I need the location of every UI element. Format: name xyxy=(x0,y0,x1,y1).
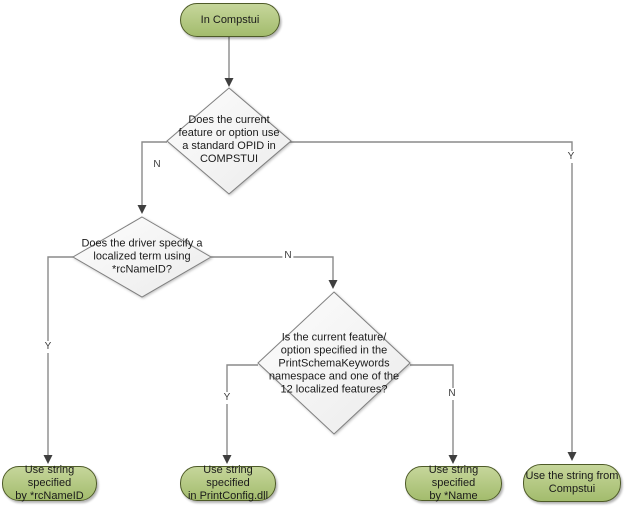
arrowhead-d1-no-to-d2 xyxy=(137,205,147,214)
result-name-node: Use string specified by *Name xyxy=(405,464,502,502)
decision-printschema-text: Is the current feature/ option specified… xyxy=(268,331,400,396)
decision-standard-opid-shape xyxy=(166,87,292,195)
branch-label-d2-no: N xyxy=(282,250,294,262)
branch-label-d3-yes: Y xyxy=(221,392,233,404)
arrowhead-d2-no-to-d3 xyxy=(328,280,338,289)
result-compstui-node: Use the string from Compstui xyxy=(523,464,621,502)
decision-rcnameid-text: Does the driver specify a localized term… xyxy=(81,237,203,276)
connector-d1-no-to-d2 xyxy=(141,141,167,205)
arrowhead-d3-no-to-name xyxy=(448,455,458,464)
arrowhead-start-to-d1 xyxy=(224,78,234,87)
connector-d2-no-to-d3 xyxy=(211,256,334,280)
arrowhead-d1-yes-to-compstui xyxy=(567,452,577,461)
decision-rcnameid-shape xyxy=(72,216,212,298)
arrowhead-d2-yes-to-rcnameid xyxy=(43,455,53,464)
branch-label-d2-yes: Y xyxy=(42,341,54,353)
start-node: In Compstui xyxy=(180,3,280,37)
connector-d3-no-to-name xyxy=(410,364,454,455)
branch-label-d3-no: N xyxy=(446,388,458,400)
arrowhead-d3-yes-to-printconfig xyxy=(222,455,232,464)
connector-d3-yes-to-printconfig xyxy=(226,364,258,455)
connector-d1-yes-to-compstui xyxy=(288,141,573,452)
decision-standard-opid-text: Does the current feature or option use a… xyxy=(178,114,280,165)
branch-label-d1-no: N xyxy=(151,159,163,171)
result-rcnameid-node: Use string specified by *rcNameID xyxy=(2,464,97,502)
branch-label-d1-yes: Y xyxy=(565,151,577,163)
decision-printschema-shape xyxy=(257,291,411,435)
result-printconfig-node: Use string specified in PrintConfig.dll xyxy=(180,464,276,502)
connector-d2-yes-to-rcnameid xyxy=(47,256,73,455)
